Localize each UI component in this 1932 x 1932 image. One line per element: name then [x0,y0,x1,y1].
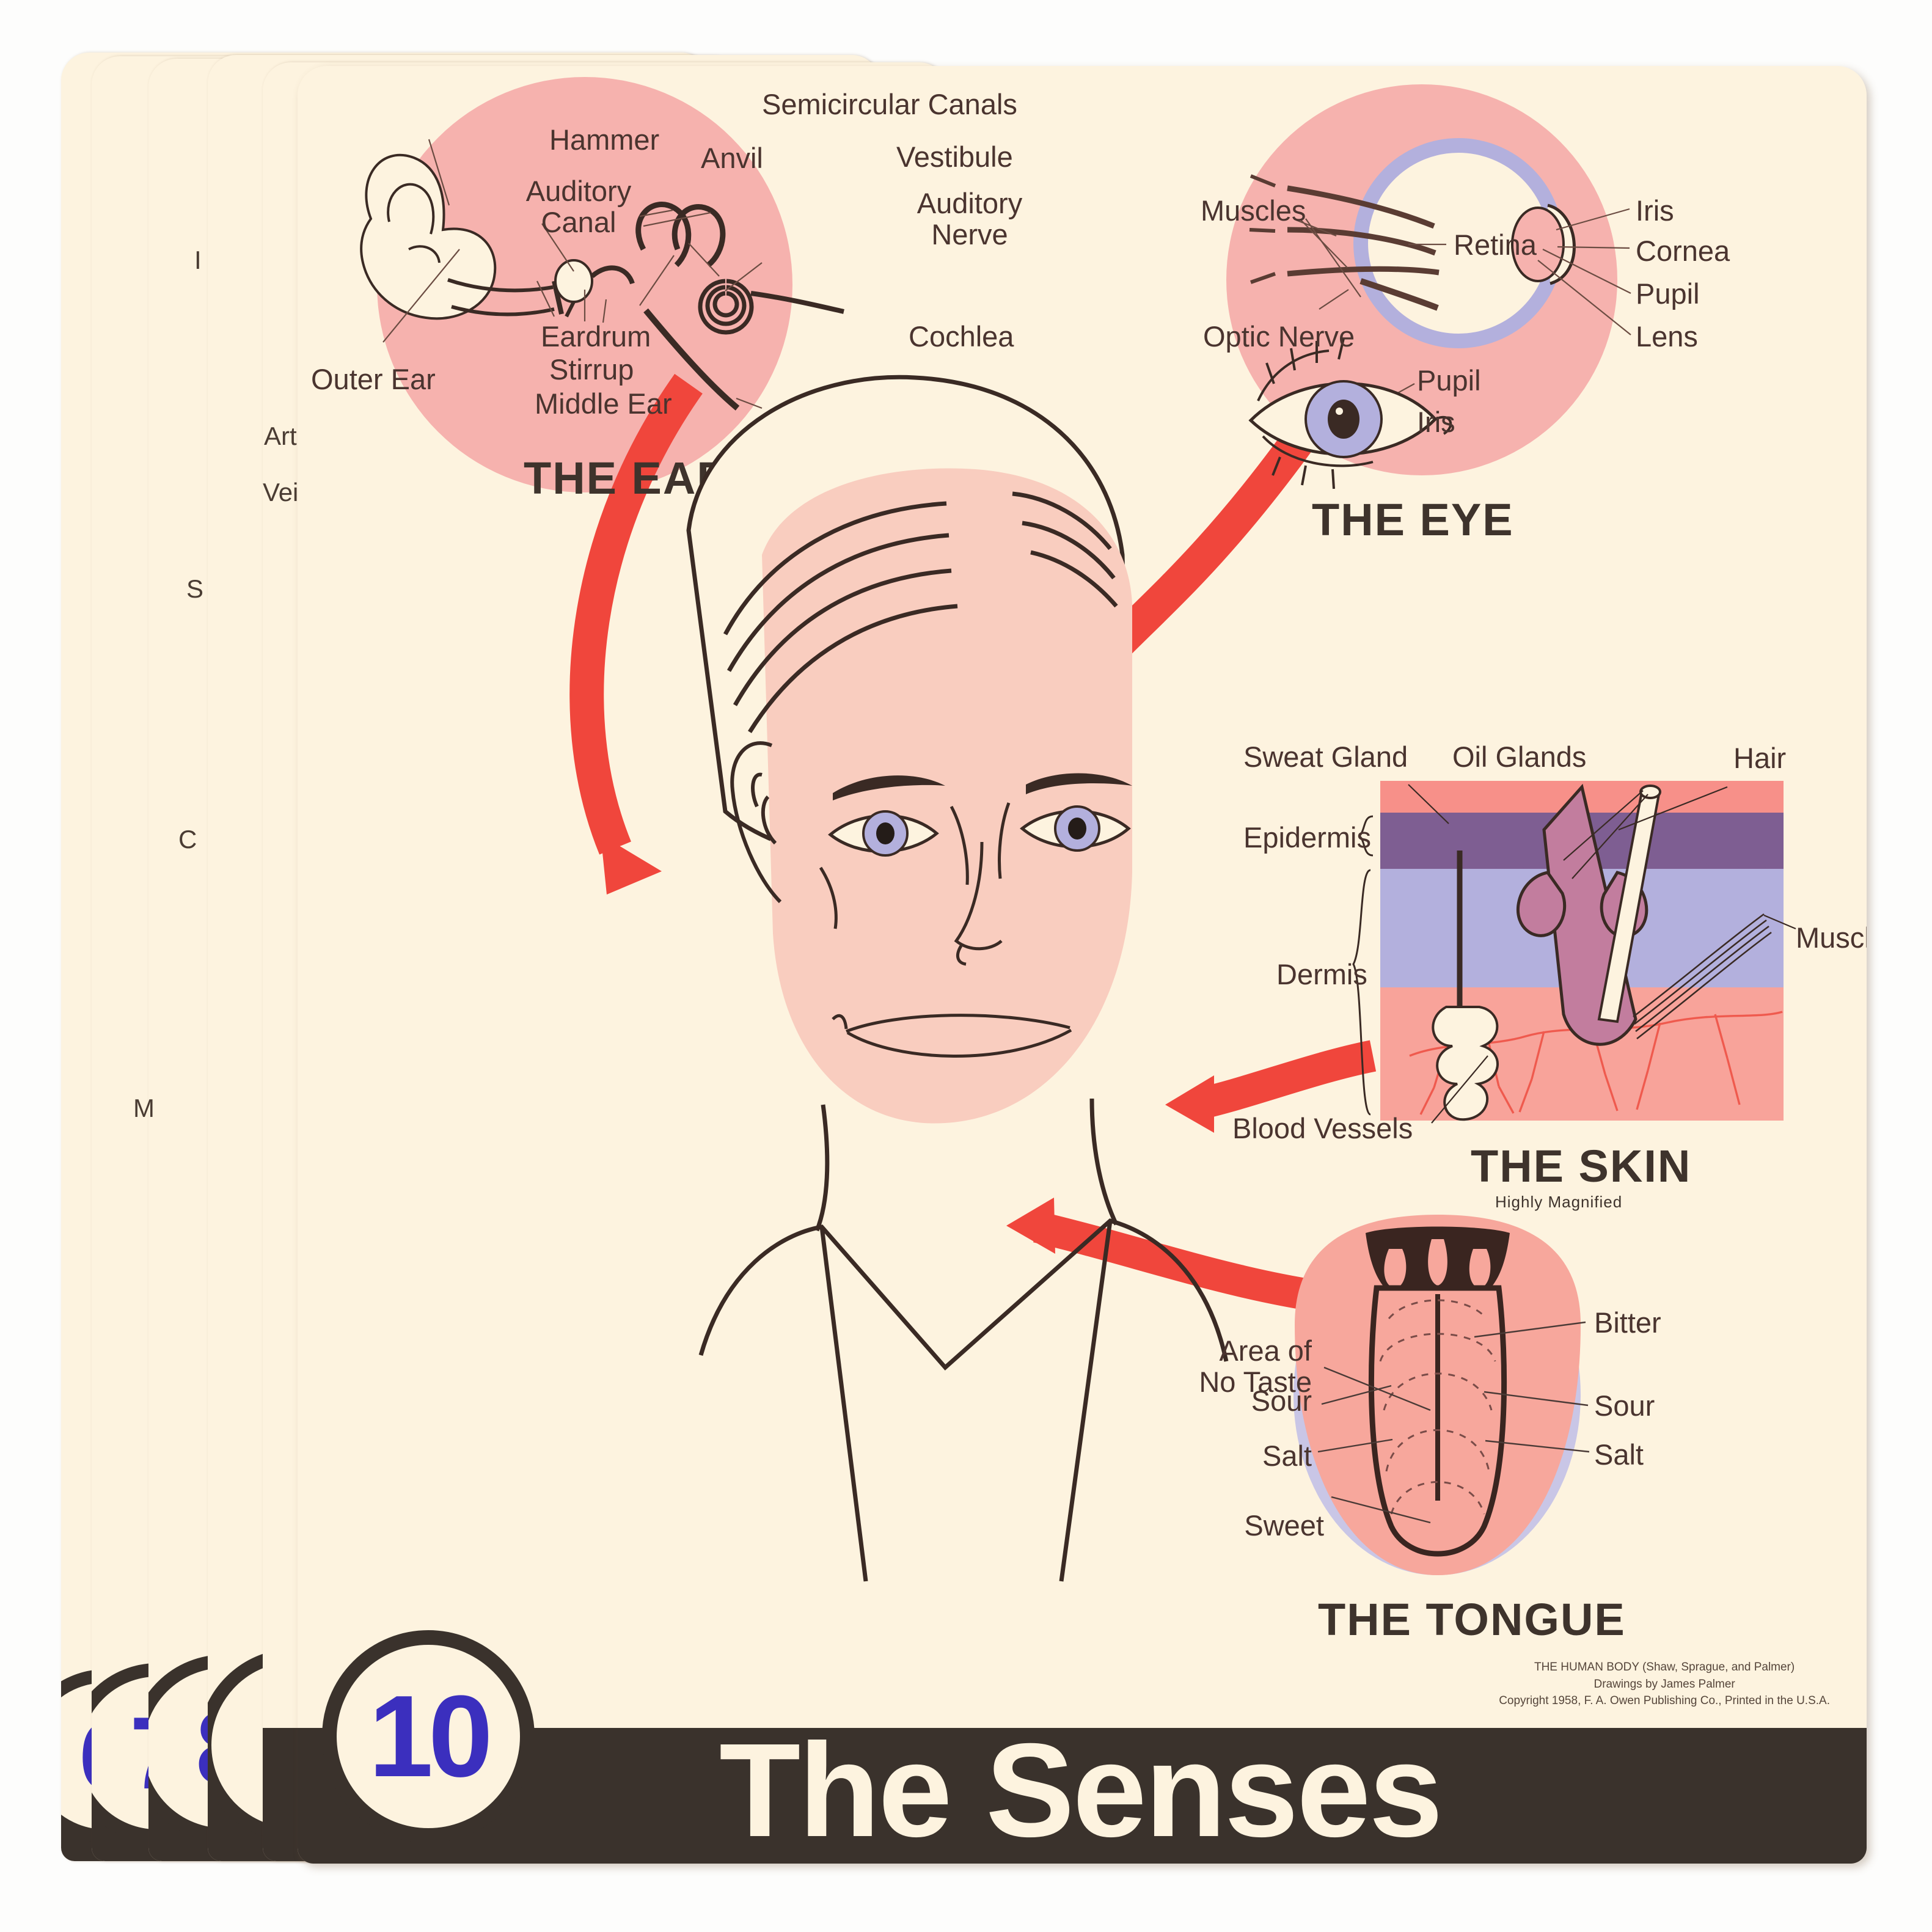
ear-label-vestibule: Vestibule [896,141,1013,173]
eye-label-iris-front: Iris [1417,406,1455,438]
eye-diagram [1248,138,1631,489]
ear-label-hammer: Hammer [549,123,660,156]
fragment-text: M [133,1094,155,1122]
skin-label-hair: Hair [1733,742,1787,774]
ear-label-stirrup: Stirrup [549,353,634,386]
eye-label-cornea: Cornea [1636,235,1730,267]
tongue-label-sour-right: Sour [1594,1389,1655,1422]
fragment-text: C [178,825,197,854]
credit-drawings: Drawings by James Palmer [1594,1677,1735,1691]
skin-label-epidermis: Epidermis [1243,821,1371,854]
tongue-label-area-of-no-taste: Area of No Taste [1092,1334,1312,1398]
credit-copyright: Copyright 1958, F. A. Owen Publishing Co… [1499,1694,1830,1708]
skin-caption: THE SKIN [1471,1141,1692,1191]
ear-label-eardrum: Eardrum [541,320,651,353]
eye-label-retina: Retina [1454,229,1537,261]
poster-number-front: 10 [368,1672,492,1801]
skin-label-blood-vessels: Blood Vessels [1232,1112,1413,1144]
ear-caption: THE EAR [524,453,731,503]
title-band: 10 The Senses [298,1630,1867,1864]
tongue-label-sweet: Sweet [1244,1509,1324,1542]
head-illustration [686,375,1229,1582]
ear-label-auditory: Auditory [525,175,632,207]
skin-label-muscle: Muscle [1796,921,1867,954]
ear-diagram [360,139,844,411]
tongue-label-sour-left: Sour [1251,1385,1312,1417]
fragment-text: S [186,574,204,603]
ear-label-auditory-canal: Auditory Canal [511,175,646,238]
fragment-text: I [194,246,202,274]
eye-label-muscles: Muscles [1201,194,1306,227]
poster-title: The Senses [719,1716,1443,1864]
eye-label-pupil-front: Pupil [1417,364,1481,397]
fragment-text: Art [264,422,297,450]
skin-subcaption: Highly Magnified [1495,1193,1623,1211]
tongue-label-area-of: Area of [1219,1334,1312,1367]
skin-diagram [1352,781,1796,1124]
skin-label-sweat-gland: Sweat Gland [1243,741,1408,773]
ear-label-cochlea: Cochlea [909,320,1014,353]
eye-label-optic-nerve: Optic Nerve [1203,320,1355,353]
front-poster-the-senses: Semicircular Canals Hammer Anvil Vestibu… [298,66,1867,1864]
fragment-text: Vei [263,478,299,507]
skin-label-oil-glands: Oil Glands [1452,741,1587,773]
ear-label-canal: Canal [541,205,617,238]
skin-label-dermis: Dermis [1276,958,1367,990]
tongue-caption: THE TONGUE [1318,1594,1626,1645]
eye-label-iris: Iris [1636,194,1674,227]
ear-label-middle-ear: Middle Ear [535,387,672,420]
tongue-diagram [1295,1215,1590,1575]
credit-series: THE HUMAN BODY (Shaw, Sprague, and Palme… [1534,1661,1795,1674]
eye-label-pupil: Pupil [1636,277,1700,310]
ear-label-outer-ear: Outer Ear [311,363,436,395]
ear-label-auditory-nerve: Auditory Nerve [899,188,1040,251]
tongue-label-bitter: Bitter [1594,1306,1661,1339]
poster-number-badge-front: 10 [322,1630,535,1843]
ear-label-auditory2: Auditory [917,187,1023,219]
tongue-label-salt-left: Salt [1262,1440,1312,1472]
ear-label-anvil: Anvil [701,142,763,174]
ear-label-nerve: Nerve [931,218,1008,251]
eye-caption: THE EYE [1312,494,1514,545]
tongue-label-salt-right: Salt [1594,1438,1644,1471]
ear-label-semicircular-canals: Semicircular Canals [762,88,1017,120]
credit-block: THE HUMAN BODY (Shaw, Sprague, and Palme… [1499,1659,1830,1710]
eye-label-lens: Lens [1636,320,1698,353]
tongue-label-no-taste: No Taste [1199,1365,1312,1398]
